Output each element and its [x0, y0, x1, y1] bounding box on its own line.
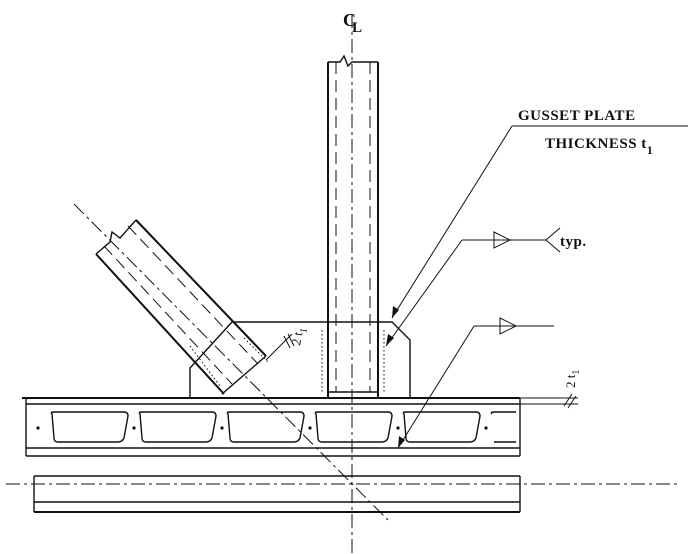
- gusset-label-sub: 1: [647, 143, 654, 157]
- typ-label: typ.: [560, 234, 587, 250]
- weld-symbol-typ: typ.: [385, 227, 587, 347]
- bottom-chord: [22, 397, 521, 513]
- gusset-label: GUSSET PLATE THICKNESS t1: [391, 108, 688, 319]
- svg-text:THICKNESS t1: THICKNESS t1: [545, 136, 653, 157]
- diagonal-weld-hatching: [189, 337, 269, 387]
- vertical-weld-hatching: [321, 330, 385, 392]
- weld-symbol-lower: [397, 317, 554, 449]
- chord-openings: [36, 411, 516, 443]
- weld-dimension-diagonal: 2 t1: [265, 326, 310, 361]
- weld-dimension-right: 2 t1: [410, 370, 582, 409]
- gusset-label-line1: GUSSET PLATE: [518, 108, 636, 124]
- svg-text:L: L: [352, 20, 362, 36]
- vertical-member: [327, 54, 379, 398]
- diagonal-centerline: [73, 203, 389, 521]
- svg-text:2 t1: 2 t1: [288, 326, 310, 347]
- centerline-symbol: C L: [343, 10, 362, 36]
- svg-text:C: C: [343, 10, 356, 30]
- gusset-plate: [189, 321, 411, 398]
- svg-text:2 t1: 2 t1: [563, 370, 582, 388]
- gusset-label-line2: THICKNESS t: [545, 136, 647, 152]
- diagonal-member: [95, 219, 267, 395]
